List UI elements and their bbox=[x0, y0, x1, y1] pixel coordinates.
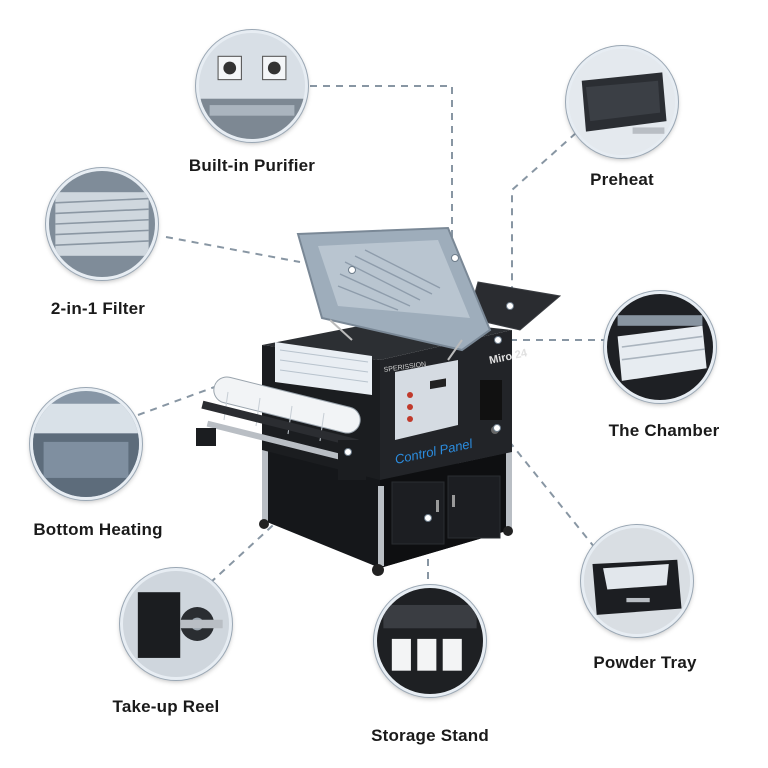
label-powder-tray: Powder Tray bbox=[593, 653, 697, 672]
callout-filter bbox=[46, 168, 158, 280]
filter-mesh-icon bbox=[49, 171, 155, 277]
heated-lid-icon bbox=[569, 49, 675, 155]
connector-take-up-reel bbox=[209, 449, 356, 584]
callout-bottom-heating bbox=[30, 388, 142, 500]
label-2-in-1-filter: 2-in-1 Filter bbox=[50, 299, 146, 318]
label-the-chamber: The Chamber bbox=[608, 421, 720, 440]
storage-stand-cabinet bbox=[259, 440, 513, 576]
connector-preheat bbox=[511, 132, 577, 305]
callout-preheat bbox=[566, 46, 678, 158]
chamber-icon bbox=[607, 294, 713, 400]
machine-lid bbox=[296, 226, 514, 432]
heating-plate-icon bbox=[33, 391, 139, 497]
fan-purifier-icon bbox=[199, 33, 305, 139]
connector-bottom-heating bbox=[137, 384, 221, 416]
callout-storage-stand bbox=[374, 585, 486, 697]
drawer-icon bbox=[584, 528, 690, 634]
label-bottom-heating: Bottom Heating bbox=[33, 520, 163, 539]
callout-powder-tray bbox=[581, 525, 693, 637]
callout-take-up-reel bbox=[120, 568, 232, 680]
label-take-up-reel: Take-up Reel bbox=[112, 697, 220, 716]
label-built-in-purifier: Built-in Purifier bbox=[188, 156, 316, 175]
callout-purifier bbox=[196, 30, 308, 142]
label-storage-stand: Storage Stand bbox=[371, 726, 489, 745]
take-up-reel-assembly bbox=[196, 376, 432, 522]
connector-filter bbox=[165, 236, 301, 263]
callout-chamber bbox=[604, 291, 716, 403]
label-preheat: Preheat bbox=[590, 170, 654, 189]
reel-icon bbox=[123, 571, 229, 677]
cabinet-icon bbox=[377, 588, 483, 694]
connector-purifier bbox=[310, 85, 453, 252]
